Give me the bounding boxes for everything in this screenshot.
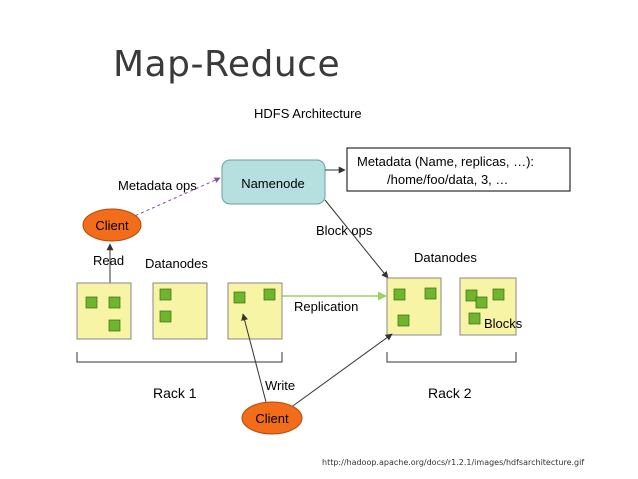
client-bottom <box>241 401 303 435</box>
replication-label: Replication <box>294 299 358 314</box>
metadata-box <box>346 147 571 192</box>
client-bottom-label: Client <box>255 411 289 426</box>
block-ops-label: Block ops <box>316 223 373 238</box>
read-label: Read <box>93 253 124 268</box>
client-to-rack2-arrow <box>289 333 393 409</box>
rack1-datanode-3 <box>227 282 283 340</box>
rack2-bracket <box>386 352 517 363</box>
rack1-label: Rack 1 <box>153 385 197 401</box>
rack1-datanode-2 <box>152 282 208 340</box>
namenode-box <box>221 159 326 205</box>
rack2-datanode-1 <box>386 277 442 336</box>
client-top <box>82 208 142 242</box>
rack1-datanode-1 <box>76 282 132 340</box>
datanodes-right-label: Datanodes <box>414 250 477 265</box>
client-top-label: Client <box>95 218 129 233</box>
blocks-label: Blocks <box>484 316 523 331</box>
metadata-ops-label: Metadata ops <box>118 178 197 193</box>
write-label: Write <box>265 378 295 393</box>
diagram-title: HDFS Architecture <box>254 106 362 121</box>
rack2-datanode-2 <box>459 277 517 336</box>
block-ops-arrow <box>324 199 389 279</box>
slide-title: Map-Reduce <box>113 44 341 85</box>
metadata-line-1: Metadata (Name, replicas, …): <box>357 154 534 169</box>
datanodes-left-label: Datanodes <box>145 256 208 271</box>
metadata-line-2: /home/foo/data, 3, … <box>387 172 508 187</box>
source-url: http://hadoop.apache.org/docs/r1.2.1/ima… <box>322 458 585 467</box>
metadata-ops-arrow <box>129 177 221 219</box>
write-arrow <box>241 313 267 403</box>
rack2-label: Rack 2 <box>428 385 472 401</box>
namenode-label: Namenode <box>241 176 305 191</box>
rack1-bracket <box>76 352 283 363</box>
